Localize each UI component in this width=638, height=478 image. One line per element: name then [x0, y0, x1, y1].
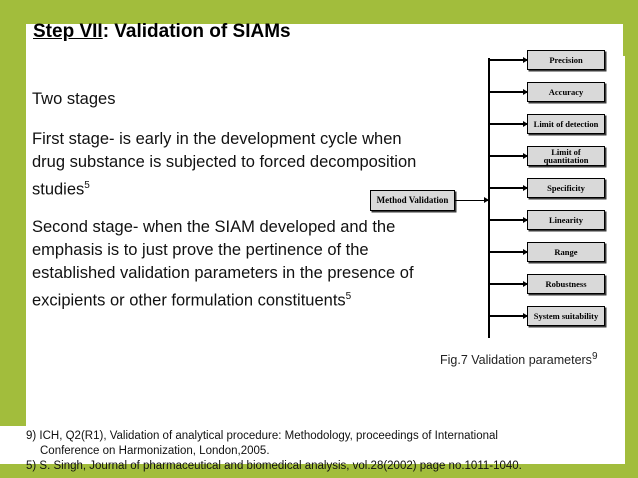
diagram-branch-line	[488, 121, 528, 126]
accent-bar-top	[0, 0, 638, 24]
diagram-branch-line	[488, 185, 528, 190]
diagram-node-leaf: Limit of detection	[527, 114, 605, 134]
diagram-connector-root	[455, 197, 489, 203]
diagram-node-method-validation: Method Validation	[370, 190, 455, 211]
diagram-node-leaf: Robustness	[527, 274, 605, 294]
diagram-node-leaf: System suitability	[527, 306, 605, 326]
page-title-step: Step VII	[33, 21, 103, 42]
diagram-branch-line	[488, 217, 528, 222]
body-paragraph-first-stage: First stage- is early in the development…	[32, 128, 432, 202]
diagram-node-leaf: Limit of quantitation	[527, 146, 605, 166]
diagram-branch-line	[488, 153, 528, 158]
diagram-branch-line	[488, 281, 528, 286]
diagram-branch-line	[488, 249, 528, 254]
diagram-node-leaf: Linearity	[527, 210, 605, 230]
diagram-branch-line	[488, 89, 528, 94]
footnote-reference-9: 9) ICH, Q2(R1), Validation of analytical…	[26, 429, 596, 459]
accent-bar-right	[625, 0, 638, 478]
diagram-node-leaf: Accuracy	[527, 82, 605, 102]
diagram-branch-line	[488, 57, 528, 62]
diagram-node-leaf: Range	[527, 242, 605, 262]
first-stage-text: First stage- is early in the development…	[32, 130, 417, 199]
footnote-9-line-1: 9) ICH, Q2(R1), Validation of analytical…	[26, 430, 498, 442]
slide-content-panel	[26, 24, 623, 464]
accent-bar-bottom	[0, 464, 638, 478]
figure-caption: Fig.7 Validation parameters9	[440, 351, 598, 367]
footnote-9-line-2: Conference on Harmonization, London,2005…	[40, 445, 270, 457]
body-paragraph-second-stage: Second stage- when the SIAM developed an…	[32, 216, 432, 313]
diagram-node-leaf: Specificity	[527, 178, 605, 198]
accent-bar-left	[0, 0, 26, 441]
footnote-reference-5: 5) S. Singh, Journal of pharmaceutical a…	[26, 460, 522, 472]
diagram-trunk-line	[488, 58, 490, 338]
slide-footer-panel	[0, 426, 625, 464]
second-stage-reference-marker: 5	[345, 291, 352, 302]
figure-caption-text: Fig.7 Validation parameters	[440, 353, 592, 368]
second-stage-text: Second stage- when the SIAM developed an…	[32, 218, 414, 310]
page-title-rest: : Validation of SIAMs	[102, 21, 291, 42]
diagram-branch-line	[488, 313, 528, 318]
body-paragraph-two-stages: Two stages	[32, 90, 116, 108]
page-title: Step VII: Validation of SIAMs	[33, 21, 291, 43]
figure-caption-reference-marker: 9	[591, 351, 598, 362]
first-stage-reference-marker: 5	[84, 180, 90, 191]
diagram-node-leaf: Precision	[527, 50, 605, 70]
